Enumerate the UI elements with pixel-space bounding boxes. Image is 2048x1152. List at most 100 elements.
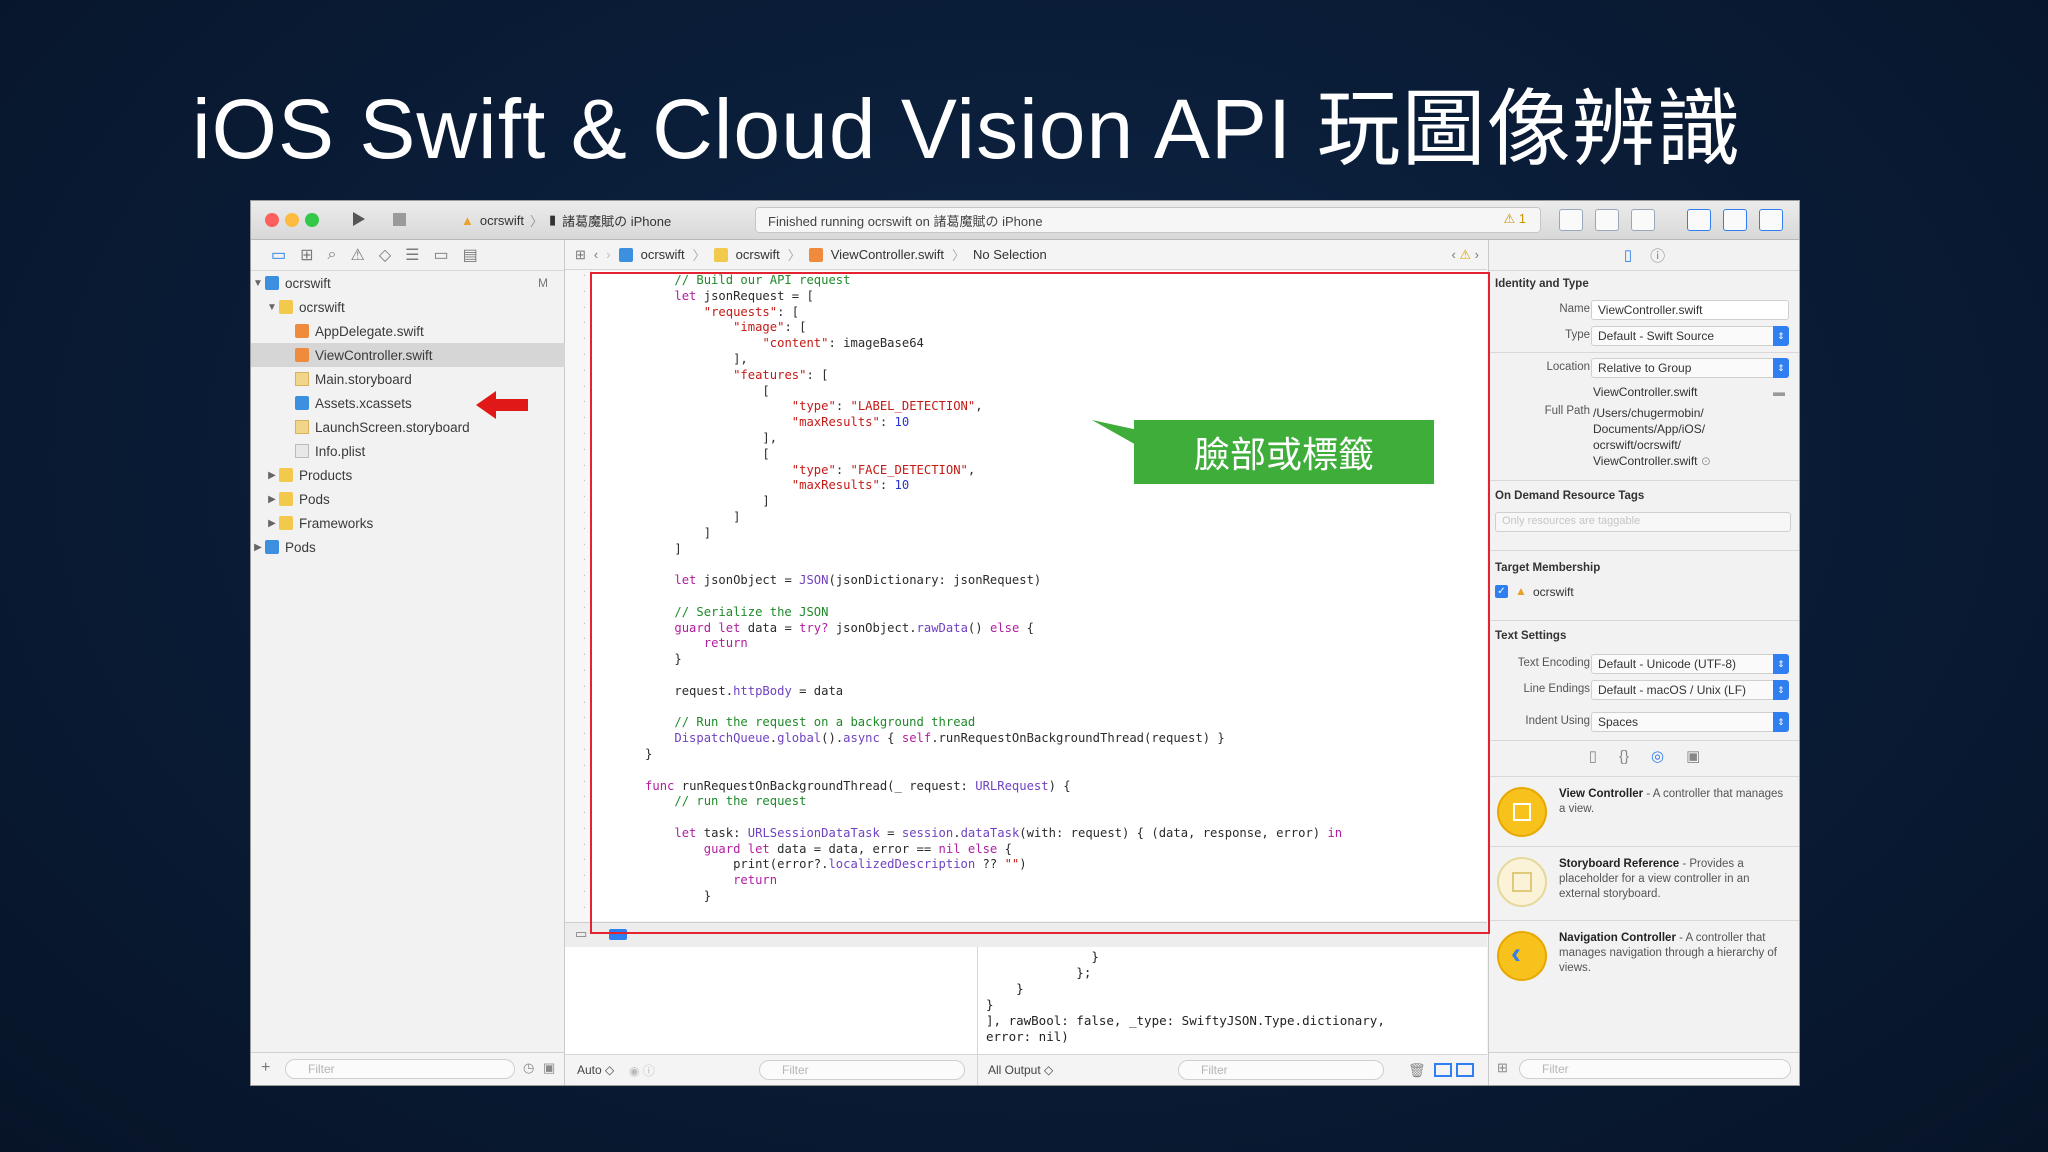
forward-icon[interactable]: › [606, 247, 611, 262]
disclosure-closed-icon[interactable]: ▶ [268, 517, 276, 529]
warning-badge[interactable]: ⚠ 1 [1503, 211, 1526, 227]
add-icon[interactable]: + [261, 1059, 271, 1076]
standard-editor-button[interactable] [1559, 209, 1583, 231]
line-endings-select[interactable]: Default - macOS / Unix (LF) ⇕ [1591, 680, 1789, 700]
tree-item-group[interactable]: ▼ ocrswift [251, 295, 578, 319]
breadcrumb-symbol[interactable]: No Selection [972, 247, 1047, 262]
view-controller-icon [1497, 787, 1547, 837]
eye-icon[interactable]: ◉ ⓘ [629, 1064, 655, 1078]
project-icon [265, 540, 279, 554]
quick-help-icon[interactable]: ⓘ [1650, 247, 1666, 265]
toggle-navigator-button[interactable] [1687, 209, 1711, 231]
location-select[interactable]: Relative to Group ⇕ [1591, 358, 1789, 378]
library-filter-input[interactable]: Filter [1519, 1059, 1791, 1079]
output-select[interactable]: All Output ◇ [988, 1063, 1054, 1077]
breadcrumb-group[interactable]: ocrswift [735, 247, 780, 262]
tree-item-main-storyboard[interactable]: Main.storyboard M [251, 367, 608, 391]
warning-icon[interactable]: ⚠ [350, 247, 365, 264]
tree-item-assets[interactable]: Assets.xcassets [251, 391, 608, 415]
disclosure-open-icon[interactable]: ▼ [253, 277, 263, 289]
library-item-storyboard-reference[interactable]: Storyboard Reference - Provides a placeh… [1489, 846, 1799, 919]
breakpoint-icon[interactable]: ▭ [433, 247, 449, 264]
test-icon[interactable]: ◇ [378, 247, 392, 264]
reveal-arrow-icon[interactable]: ⊙ [1700, 454, 1711, 468]
breakpoints-toggle-icon[interactable] [609, 929, 627, 940]
tree-item-infoplist[interactable]: Info.plist M [251, 439, 608, 463]
source-editor[interactable]: ········································… [565, 271, 1487, 921]
breadcrumb-project[interactable]: ocrswift [640, 247, 685, 262]
hide-debug-icon[interactable]: ▭ [575, 926, 588, 941]
code-snippet-icon[interactable]: {} [1618, 747, 1629, 765]
split-right-icon[interactable] [1456, 1063, 1474, 1077]
hierarchy-icon[interactable]: ⊞ [300, 247, 314, 264]
object-library-icon[interactable]: ◎ [1651, 748, 1665, 765]
version-editor-button[interactable] [1631, 209, 1655, 231]
line-number: · [582, 523, 587, 533]
split-left-icon[interactable] [1434, 1063, 1452, 1077]
folder-icon[interactable]: ▭ [271, 247, 287, 264]
tree-item-launchscreen[interactable]: LaunchScreen.storyboard [251, 415, 608, 439]
grid-view-icon[interactable]: ⊞ [1497, 1060, 1508, 1075]
tree-item-frameworks[interactable]: ▶ Frameworks [251, 511, 578, 535]
indent-select[interactable]: Spaces ⇕ [1591, 712, 1789, 732]
file-inspector-icon[interactable]: ▯ [1623, 247, 1633, 264]
variables-filter-input[interactable]: Filter [759, 1060, 965, 1080]
disclosure-open-icon[interactable]: ▼ [267, 301, 277, 313]
back-icon[interactable]: ‹ [593, 247, 599, 262]
zoom-window-button[interactable] [305, 213, 319, 227]
stop-button[interactable] [387, 207, 411, 231]
disclosure-closed-icon[interactable]: ▶ [254, 541, 262, 553]
navigator-filter-input[interactable]: Filter [285, 1059, 515, 1079]
media-library-icon[interactable]: ▣ [1686, 748, 1701, 765]
tree-item-project[interactable]: ▼ ocrswift M [251, 271, 564, 295]
folder-icon [279, 516, 293, 530]
library-selector-bar: ▯ {} ◎ ▣ [1489, 740, 1799, 771]
type-select[interactable]: Default - Swift Source ⇕ [1591, 326, 1789, 346]
tree-item-label: Assets.xcassets [315, 395, 412, 411]
search-icon[interactable]: ⌕ [327, 246, 337, 263]
popup-arrow-icon: ⇕ [1773, 680, 1789, 700]
library-item-desc: - A controller that manages a view. [1559, 788, 1784, 815]
console-filter-input[interactable]: Filter [1178, 1060, 1384, 1080]
toggle-inspector-button[interactable] [1759, 209, 1783, 231]
library-item-view-controller[interactable]: View Controller - A controller that mana… [1489, 776, 1799, 845]
encoding-select[interactable]: Default - Unicode (UTF-8) ⇕ [1591, 654, 1789, 674]
scm-filter-icon[interactable]: ▣ [543, 1060, 556, 1075]
recent-files-icon[interactable]: ◷ [523, 1060, 535, 1075]
navigator-selector-bar: ▭ ⊞ ⌕ ⚠ ◇ ☰ ▭ ▤ [251, 240, 564, 271]
minimize-window-button[interactable] [285, 213, 299, 227]
tree-item-pods-project[interactable]: ▶ Pods [251, 535, 564, 559]
tree-item-products[interactable]: ▶ Products [251, 463, 578, 487]
assistant-editor-button[interactable] [1595, 209, 1619, 231]
debug-icon[interactable]: ☰ [405, 247, 420, 264]
folder-icon[interactable]: ▬ [1773, 385, 1785, 399]
issue-nav-icons[interactable]: ‹ ⚠ › [1451, 246, 1479, 262]
tree-item-viewcontroller[interactable]: ViewController.swift M [251, 343, 608, 367]
name-field[interactable]: ViewController.swift [1591, 300, 1789, 320]
debug-bar: ▭ [565, 922, 1487, 948]
toggle-debug-area-button[interactable] [1723, 209, 1747, 231]
folder-icon [279, 300, 293, 314]
run-button[interactable] [347, 207, 371, 231]
trash-icon[interactable]: 🗑 [1408, 1062, 1426, 1078]
folder-icon [279, 468, 293, 482]
close-window-button[interactable] [265, 213, 279, 227]
disclosure-closed-icon[interactable]: ▶ [268, 469, 276, 481]
odr-tags-field[interactable]: Only resources are taggable [1495, 512, 1791, 532]
line-number: · [582, 586, 587, 596]
related-items-icon[interactable]: ⊞ [575, 246, 586, 262]
encoding-label: Text Encoding [1517, 657, 1590, 669]
library-item-title: Storyboard Reference [1559, 858, 1680, 870]
disclosure-closed-icon[interactable]: ▶ [268, 493, 276, 505]
type-row: Type Default - Swift Source ⇕ [1489, 326, 1799, 346]
report-icon[interactable]: ▤ [462, 247, 478, 264]
auto-scope-select[interactable]: Auto ◇ [577, 1063, 615, 1077]
breadcrumb-file[interactable]: ViewController.swift [830, 247, 944, 262]
tree-item-pods-group[interactable]: ▶ Pods [251, 487, 578, 511]
filter-placeholder: Filter [1201, 1063, 1228, 1077]
file-template-icon[interactable]: ▯ [1588, 748, 1597, 765]
library-item-navigation-controller[interactable]: ‹ Navigation Controller - A controller t… [1489, 920, 1799, 993]
scheme-selector[interactable]: ▲ ocrswift 〉 ▮ 諸葛魔賦の iPhone [461, 208, 671, 232]
tree-item-appdelegate[interactable]: AppDelegate.swift M [251, 319, 608, 343]
target-checkbox[interactable]: ✓ [1495, 585, 1508, 598]
